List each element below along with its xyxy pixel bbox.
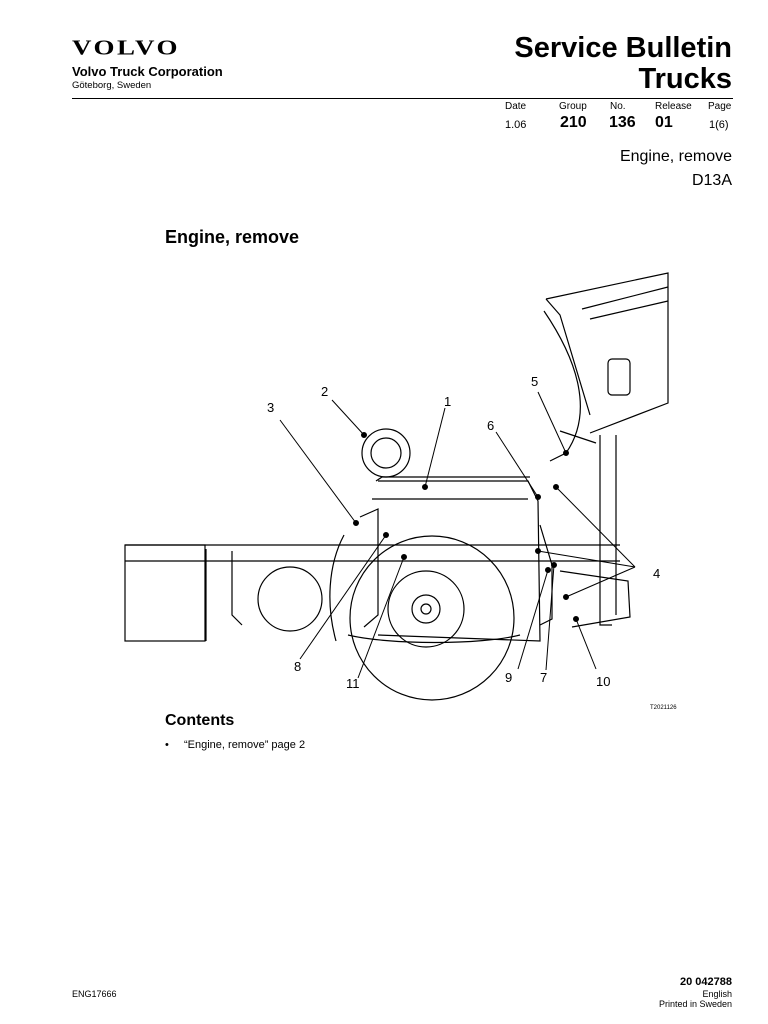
release-value: 01: [655, 114, 673, 131]
callout-11: 11: [346, 676, 360, 691]
callout-6: 6: [487, 418, 494, 433]
figure-reference: T2021126: [650, 705, 677, 711]
document-code: ENG17666: [72, 989, 117, 999]
contents-heading: Contents: [165, 712, 235, 729]
company-name: Volvo Truck Corporation: [72, 64, 223, 79]
contents-item-engine-remove[interactable]: “Engine, remove” page 2: [184, 739, 306, 751]
callout-1: 1: [444, 394, 451, 409]
bulletin-title: Service Bulletin: [514, 32, 732, 64]
release-label: Release: [655, 101, 692, 112]
number-value: 136: [609, 114, 636, 131]
callout-numbers: 1 2 3 4 5 6 7 8 9 10 11: [267, 374, 660, 691]
language: English: [702, 989, 732, 999]
page-label: Page: [708, 101, 732, 112]
company-location: Göteborg, Sweden: [72, 80, 152, 91]
callout-7: 7: [540, 670, 547, 685]
engine-removal-illustration: 1 2 3 4 5 6 7 8 9 10 11: [124, 272, 669, 701]
callout-4: 4: [653, 566, 660, 581]
bulletin-subtitle: Trucks: [638, 63, 733, 95]
publication-number: 20 042788: [680, 976, 732, 988]
subject-engine: D13A: [691, 172, 732, 189]
callout-5: 5: [531, 374, 538, 389]
callout-2: 2: [321, 384, 328, 399]
printed-in: Printed in Sweden: [658, 999, 732, 1009]
subject-title: Engine, remove: [619, 148, 732, 165]
callout-3: 3: [267, 400, 274, 415]
volvo-logo: VOLVO: [72, 36, 180, 60]
number-label: No.: [610, 101, 626, 112]
header-rule: [72, 98, 733, 99]
group-label: Group: [559, 101, 587, 112]
section-heading: Engine, remove: [165, 227, 300, 247]
group-value: 210: [560, 114, 587, 131]
callout-10: 10: [596, 674, 610, 689]
callout-leaders: [279, 391, 636, 679]
callout-8: 8: [294, 659, 301, 674]
page-value: 1(6): [709, 119, 729, 131]
date-label: Date: [505, 101, 527, 112]
truck-drawing: [124, 272, 669, 701]
bullet-dot: •: [165, 739, 169, 751]
callout-9: 9: [505, 670, 512, 685]
date-value: 1.06: [505, 119, 527, 131]
